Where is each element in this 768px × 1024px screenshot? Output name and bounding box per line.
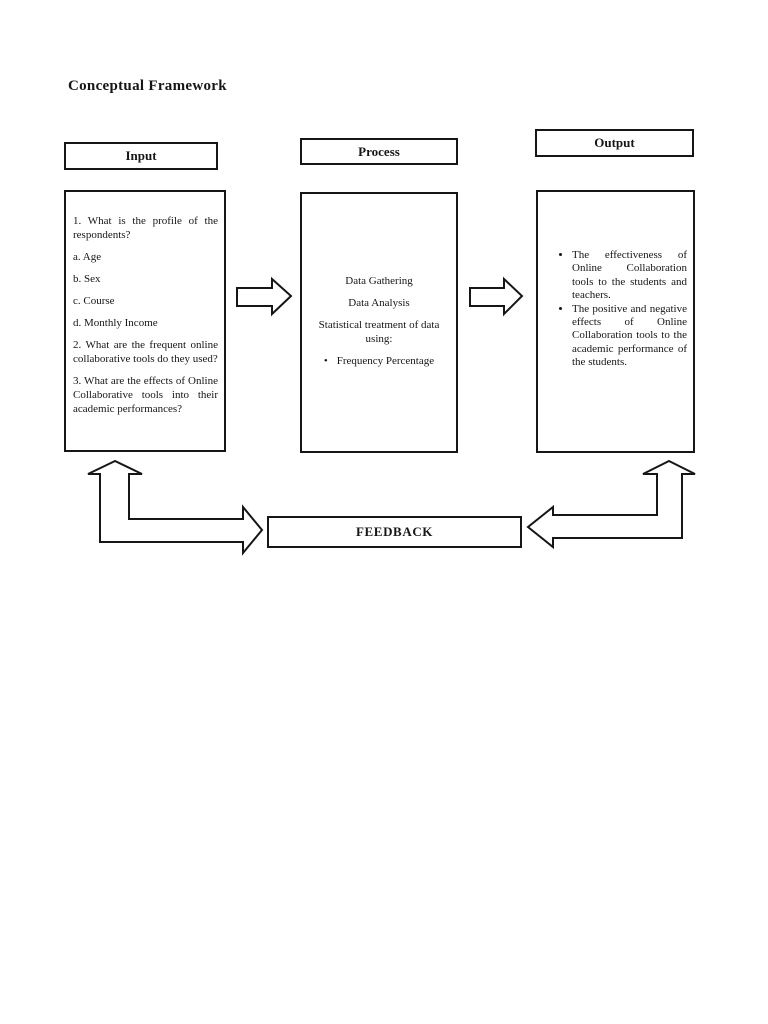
page-title: Conceptual Framework: [68, 78, 227, 94]
input-item: b. Sex: [73, 273, 101, 285]
arrow-feedback-output-loop-icon: [526, 459, 696, 550]
process-bullet-label: Frequency Percentage: [336, 355, 435, 367]
process-bullet-line: • Frequency Percentage: [311, 354, 447, 368]
arrow-feedback-input-loop-icon: [87, 459, 264, 556]
output-bullet-item: The effectiveness of Online Collaboratio…: [572, 249, 687, 303]
input-header-label: Input: [125, 148, 157, 163]
input-item: a. Age: [73, 251, 102, 263]
input-item: 3. What are the effects of Online Collab…: [73, 375, 218, 415]
output-header-label: Output: [594, 135, 635, 150]
arrow-input-to-process-icon: [236, 276, 293, 317]
bullet-icon: •: [323, 355, 328, 367]
output-bullet-list: The effectiveness of Online Collaboratio…: [553, 249, 687, 370]
process-line: Data Analysis: [348, 297, 410, 309]
input-item: c. Course: [73, 295, 115, 307]
output-bullet-item: The positive and negative effects of Onl…: [572, 303, 687, 370]
process-header-box: Process: [300, 138, 458, 165]
process-content-box: Data Gathering Data Analysis Statistical…: [300, 192, 458, 453]
output-header-box: Output: [535, 129, 694, 157]
process-line: Data Gathering: [345, 275, 413, 287]
input-content-box: 1. What is the profile of the respondent…: [64, 190, 226, 452]
input-item: d. Monthly Income: [73, 317, 158, 329]
output-content-box: The effectiveness of Online Collaboratio…: [536, 190, 695, 453]
input-item: 2. What are the frequent online collabor…: [73, 339, 218, 365]
process-line: Statistical treatment of data using:: [318, 319, 440, 345]
feedback-box: FEEDBACK: [267, 516, 522, 548]
process-header-label: Process: [358, 143, 400, 159]
input-item: 1. What is the profile of the respondent…: [73, 215, 218, 241]
feedback-label: FEEDBACK: [355, 524, 434, 539]
input-header-box: Input: [64, 142, 218, 170]
arrow-process-to-output-icon: [469, 276, 524, 317]
